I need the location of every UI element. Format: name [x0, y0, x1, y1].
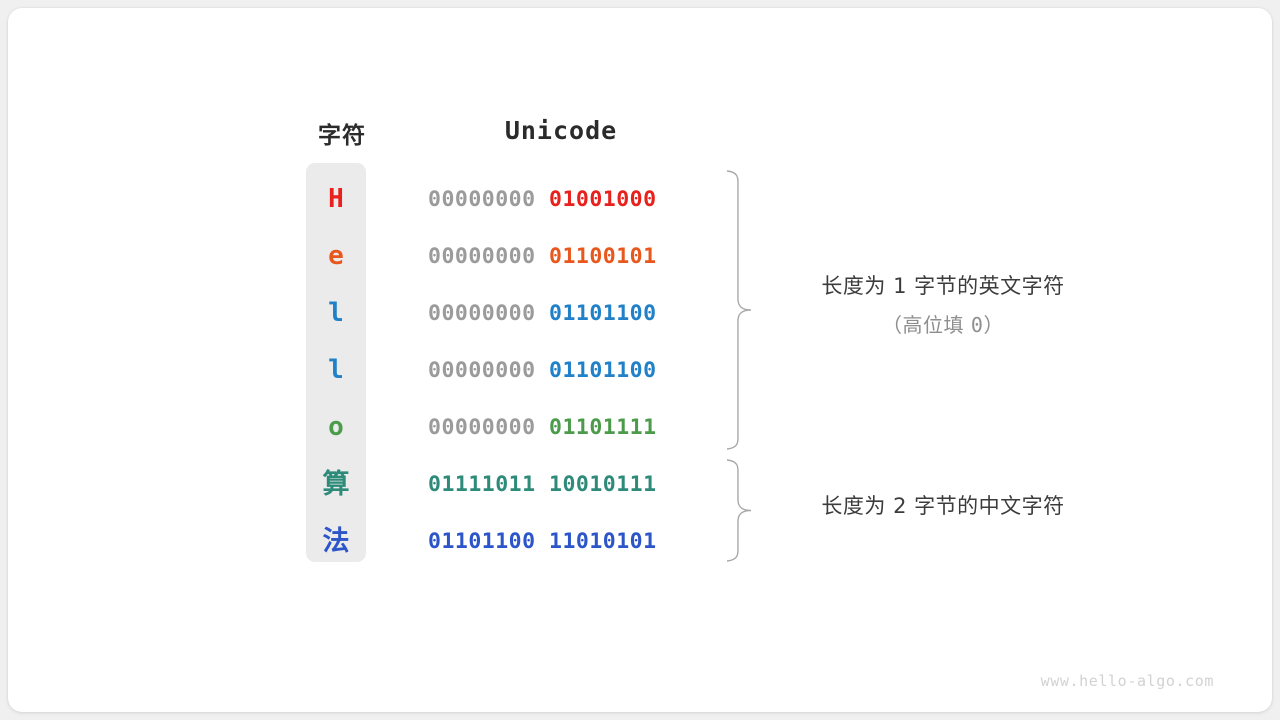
table-row: 法 01101100 11010101 [8, 513, 1272, 570]
table-row: o 00000000 01101111 [8, 399, 1272, 456]
unicode-bits-cell: 00000000 01001000 [428, 171, 708, 228]
unicode-bits-cell: 00000000 01101111 [428, 399, 708, 456]
character-cell: l [328, 298, 344, 328]
low-byte: 01001000 [549, 187, 657, 212]
figure-card: 字符 Unicode H 00000000 01001000 e 00000000 0… [8, 8, 1272, 712]
table-row: l 00000000 01101100 [8, 342, 1272, 399]
table-row: e 00000000 01100101 [8, 228, 1272, 285]
low-byte: 01100101 [549, 244, 657, 269]
group-annotation: 长度为 2 字节的中文字符 [778, 490, 1108, 520]
column-header-character: 字符 [318, 122, 366, 148]
group-brace [726, 170, 752, 450]
table-row: l 00000000 01101100 [8, 285, 1272, 342]
character-column-background [306, 163, 366, 562]
character-cell: H [328, 184, 344, 214]
character-cell: 算 [322, 469, 350, 500]
high-byte: 01111011 [428, 472, 536, 497]
diagram-stage: 字符 Unicode H 00000000 01001000 e 00000000 0… [8, 8, 1272, 712]
group-brace [726, 459, 752, 562]
group-annotation: 长度为 1 字节的英文字符 （高位填 0） [778, 270, 1108, 338]
annotation-line-primary: 长度为 1 字节的英文字符 [821, 274, 1065, 298]
watermark: www.hello-algo.com [1040, 672, 1214, 690]
low-byte: 01101111 [549, 415, 657, 440]
annotation-suffix: ） [983, 313, 1004, 337]
unicode-bits-cell: 00000000 01101100 [428, 342, 708, 399]
unicode-bits-cell: 01101100 11010101 [428, 513, 708, 570]
high-byte: 01101100 [428, 529, 536, 554]
unicode-bits-cell: 01111011 10010111 [428, 456, 708, 513]
high-byte: 00000000 [428, 187, 536, 212]
table-row: H 00000000 01001000 [8, 171, 1272, 228]
annotation-line-primary: 长度为 2 字节的中文字符 [821, 494, 1065, 518]
low-byte: 01101100 [549, 301, 657, 326]
high-byte: 00000000 [428, 244, 536, 269]
table-row: 算 01111011 10010111 [8, 456, 1272, 513]
high-byte: 00000000 [428, 358, 536, 383]
unicode-bits-cell: 00000000 01100101 [428, 228, 708, 285]
character-cell: l [328, 355, 344, 385]
low-byte: 10010111 [549, 472, 657, 497]
column-header-unicode: Unicode [504, 116, 618, 145]
character-cell: o [328, 412, 344, 442]
character-cell: 法 [322, 526, 350, 557]
annotation-prefix: （高位填 [882, 313, 971, 337]
character-cell: e [328, 241, 344, 271]
low-byte: 01101100 [549, 358, 657, 383]
annotation-pad-value: 0 [970, 313, 984, 337]
annotation-line-secondary: （高位填 0） [778, 309, 1108, 338]
high-byte: 00000000 [428, 301, 536, 326]
low-byte: 11010101 [549, 529, 657, 554]
high-byte: 00000000 [428, 415, 536, 440]
unicode-bits-cell: 00000000 01101100 [428, 285, 708, 342]
